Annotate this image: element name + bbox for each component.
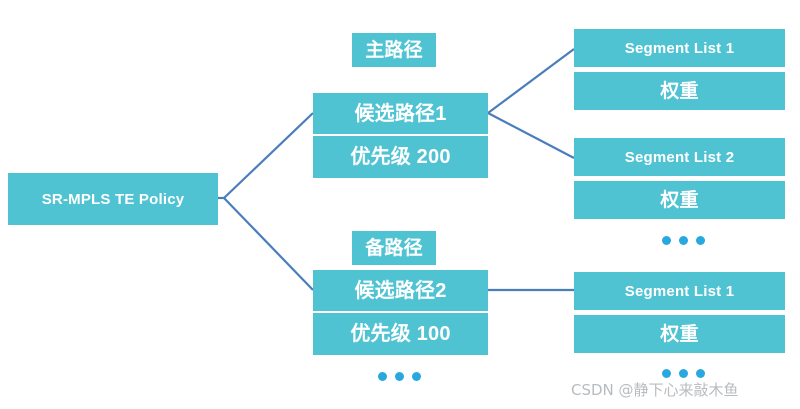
candidate-path-1-title[interactable]: 候选路径1 xyxy=(313,93,488,134)
dot-icon xyxy=(662,236,671,245)
dot-icon xyxy=(696,236,705,245)
dot-icon xyxy=(395,372,404,381)
candidate-path-2-priority[interactable]: 优先级 100 xyxy=(313,313,488,355)
segment-list-2-title-label: Segment List 2 xyxy=(624,148,735,166)
segment-list-1-weight-label: 权重 xyxy=(660,80,699,102)
ellipsis-mid-group xyxy=(378,372,421,381)
segment-list-2-weight-label: 权重 xyxy=(660,189,699,211)
dot-icon xyxy=(679,236,688,245)
candidate-path-1-title-label: 候选路径1 xyxy=(354,102,447,125)
root-node-sr-mpls-te-policy[interactable]: SR-MPLS TE Policy xyxy=(8,173,218,225)
dot-icon xyxy=(679,369,688,378)
tag-main-path-label: 主路径 xyxy=(365,39,423,61)
dot-icon xyxy=(378,372,387,381)
candidate-path-2-title-label: 候选路径2 xyxy=(354,279,447,302)
candidate-path-1-priority-label: 优先级 200 xyxy=(350,146,451,168)
ellipsis-bottom-group xyxy=(662,369,705,378)
dot-icon xyxy=(662,369,671,378)
candidate-path-2-priority-label: 优先级 100 xyxy=(350,323,451,345)
segment-list-1-title[interactable]: Segment List 1 xyxy=(574,29,785,67)
candidate-path-1-priority[interactable]: 优先级 200 xyxy=(313,136,488,178)
dot-icon xyxy=(696,369,705,378)
segment-list-3-weight-label: 权重 xyxy=(660,323,699,345)
segment-list-3-title[interactable]: Segment List 1 xyxy=(574,272,785,310)
dot-icon xyxy=(412,372,421,381)
segment-list-3-title-label: Segment List 1 xyxy=(624,282,735,300)
tag-backup-path[interactable]: 备路径 xyxy=(352,231,436,265)
tag-backup-path-label: 备路径 xyxy=(365,237,423,259)
root-node-label: SR-MPLS TE Policy xyxy=(41,190,185,208)
segment-list-2-title[interactable]: Segment List 2 xyxy=(574,138,785,176)
segment-list-1-weight[interactable]: 权重 xyxy=(574,72,785,110)
watermark-text: CSDN @静下心来敲木鱼 xyxy=(571,381,739,399)
candidate-path-2-title[interactable]: 候选路径2 xyxy=(313,270,488,311)
ellipsis-right-group xyxy=(662,236,705,245)
tag-main-path[interactable]: 主路径 xyxy=(352,33,436,67)
segment-list-1-title-label: Segment List 1 xyxy=(624,39,735,57)
segment-list-2-weight[interactable]: 权重 xyxy=(574,181,785,219)
segment-list-3-weight[interactable]: 权重 xyxy=(574,315,785,353)
